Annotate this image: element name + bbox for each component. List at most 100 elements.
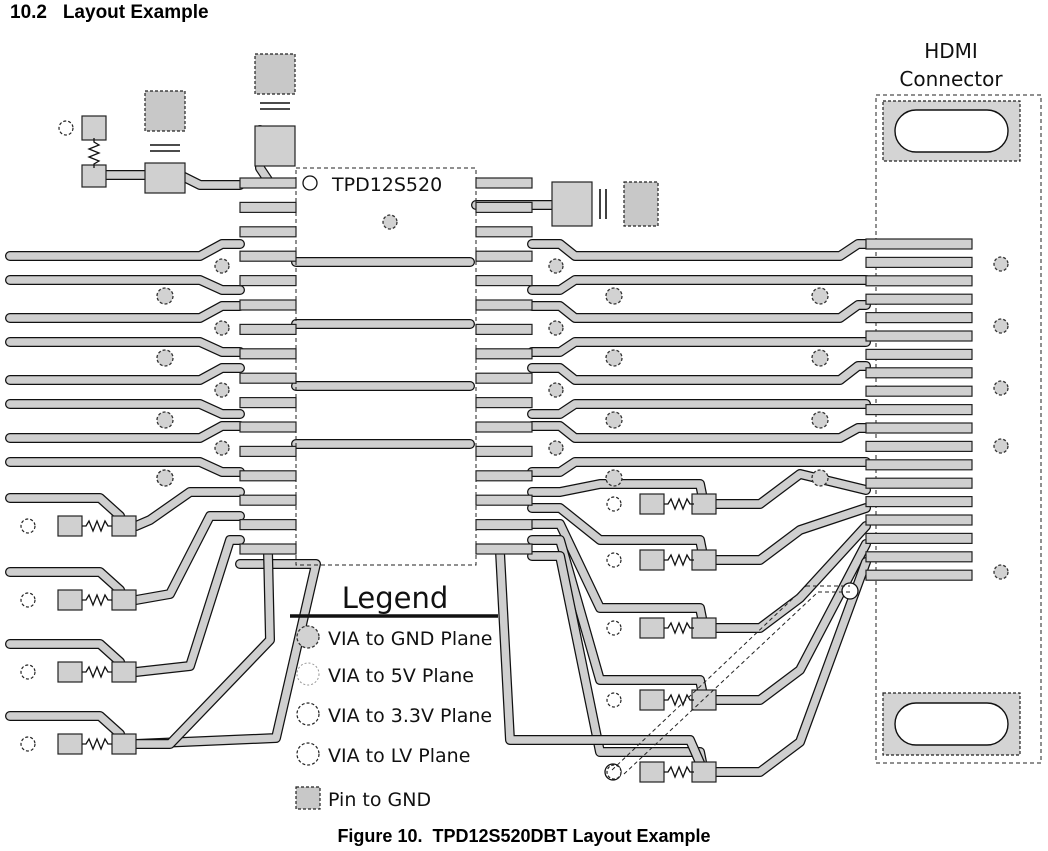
resistor-symbol bbox=[81, 594, 113, 606]
connector-pin bbox=[865, 312, 973, 324]
resistor-symbol bbox=[663, 766, 695, 778]
via-3v3 bbox=[606, 552, 622, 568]
connector-pin bbox=[865, 293, 973, 305]
via-3v3 bbox=[606, 692, 622, 708]
via-gnd bbox=[156, 469, 174, 487]
connector-pin bbox=[865, 440, 973, 452]
resistor-pad bbox=[691, 549, 717, 571]
ic-pad-right bbox=[475, 299, 533, 311]
via-gnd bbox=[214, 440, 230, 456]
connector-pin bbox=[865, 385, 973, 397]
hdmi-mount-hole-top bbox=[894, 109, 1009, 153]
connector-pin bbox=[865, 348, 973, 360]
left-signal-trace-fill bbox=[132, 488, 244, 530]
ic-pad-left bbox=[239, 323, 297, 335]
resistor-pad bbox=[639, 493, 665, 515]
connector-pins bbox=[865, 238, 973, 581]
diff-trace-right-a-fill bbox=[528, 362, 870, 384]
resistor-pad bbox=[57, 589, 83, 611]
capacitor-pad bbox=[254, 125, 296, 167]
ic-pad-right bbox=[475, 397, 533, 409]
connector-pin bbox=[865, 330, 973, 342]
legend-item-5v: VIA to 5V Plane bbox=[328, 665, 474, 687]
ic-pad-left bbox=[239, 201, 297, 213]
resistor-symbol bbox=[663, 554, 695, 566]
ic-pad-right bbox=[475, 177, 533, 189]
connector-pin bbox=[865, 256, 973, 268]
dashed-crossover-traces bbox=[611, 585, 850, 775]
via-gnd bbox=[605, 411, 623, 429]
via-3v3 bbox=[606, 620, 622, 636]
via-gnd bbox=[548, 382, 564, 398]
connector-pin bbox=[865, 569, 973, 581]
legend-title: Legend bbox=[342, 581, 449, 615]
ic-pad-right bbox=[475, 275, 533, 287]
ic-pad-left bbox=[239, 299, 297, 311]
via-gnd bbox=[156, 411, 174, 429]
via-gnd bbox=[811, 469, 829, 487]
resistor-symbol bbox=[81, 666, 113, 678]
resistor-pad bbox=[111, 515, 137, 537]
ic-pad-left bbox=[239, 470, 297, 482]
gnd-pad bbox=[623, 181, 659, 227]
resistor-pad bbox=[639, 617, 665, 639]
legend-item-lv: VIA to LV Plane bbox=[328, 745, 470, 767]
ic-pad-right bbox=[475, 445, 533, 457]
right-signal-trace-long-fill bbox=[496, 548, 708, 776]
legend-item-gnd: VIA to GND Plane bbox=[328, 628, 492, 650]
ic-pad-left bbox=[239, 543, 297, 555]
chip-label: TPD12S520 bbox=[331, 174, 442, 196]
via-gnd bbox=[811, 411, 829, 429]
via-gnd bbox=[605, 469, 623, 487]
via-gnd bbox=[993, 564, 1009, 580]
via-3v3 bbox=[20, 736, 36, 752]
section-title: Layout Example bbox=[62, 2, 209, 23]
diff-trace-left-b-fill bbox=[6, 276, 244, 294]
legend-via-lv-symbol bbox=[296, 742, 320, 766]
ic-pad-right bbox=[475, 372, 533, 384]
resistor-pad bbox=[691, 761, 717, 783]
resistor-pad bbox=[81, 115, 107, 141]
left-signal-trace-fill bbox=[132, 512, 244, 604]
ic-pad-right bbox=[475, 250, 533, 262]
diff-trace-right-b-fill bbox=[528, 400, 870, 418]
ic-pad-left bbox=[239, 445, 297, 457]
connector-label-line2: Connector bbox=[899, 67, 1003, 91]
diff-trace-right-b-fill bbox=[528, 458, 870, 476]
via-3v3 bbox=[606, 764, 622, 780]
right-connector-trace-fill bbox=[712, 470, 870, 508]
right-signal-trace-fill bbox=[528, 504, 708, 564]
via-gnd bbox=[156, 287, 174, 305]
resistor-pad bbox=[57, 661, 83, 683]
capacitor-pad bbox=[551, 181, 593, 227]
via-3v3 bbox=[58, 120, 74, 136]
diff-trace-left-a-fill bbox=[6, 240, 244, 260]
diff-trace-right-b-fill bbox=[528, 276, 870, 294]
via-gnd bbox=[214, 320, 230, 336]
ic-body-outline bbox=[295, 167, 477, 566]
ic-pad-left bbox=[239, 348, 297, 360]
legend-pad-gnd-symbol bbox=[295, 786, 321, 810]
ic-pad-right bbox=[475, 226, 533, 238]
resistor-symbol bbox=[81, 520, 113, 532]
resistor-pad bbox=[111, 589, 137, 611]
gnd-pad bbox=[144, 90, 186, 132]
passive-components bbox=[57, 53, 717, 783]
diff-trace-left-a-fill bbox=[6, 422, 244, 442]
via-gnd bbox=[548, 440, 564, 456]
figure-caption: Figure 10. TPD12S520DBT Layout Example bbox=[337, 826, 711, 846]
ic-pad-left bbox=[239, 494, 297, 506]
right-signal-trace-fill bbox=[528, 520, 708, 632]
connector-pin bbox=[865, 459, 973, 471]
via-gnd bbox=[811, 287, 829, 305]
section-heading: 10.2 Layout Example bbox=[10, 2, 209, 24]
ic-pad-right bbox=[475, 348, 533, 360]
resistor-symbol bbox=[88, 137, 100, 169]
connector-pin bbox=[865, 551, 973, 563]
resistor-pad bbox=[57, 733, 83, 755]
connector-pin bbox=[865, 532, 973, 545]
hdmi-mount-hole-bottom bbox=[894, 702, 1009, 746]
connector-pin bbox=[865, 404, 973, 416]
ic-pad-left bbox=[239, 397, 297, 409]
